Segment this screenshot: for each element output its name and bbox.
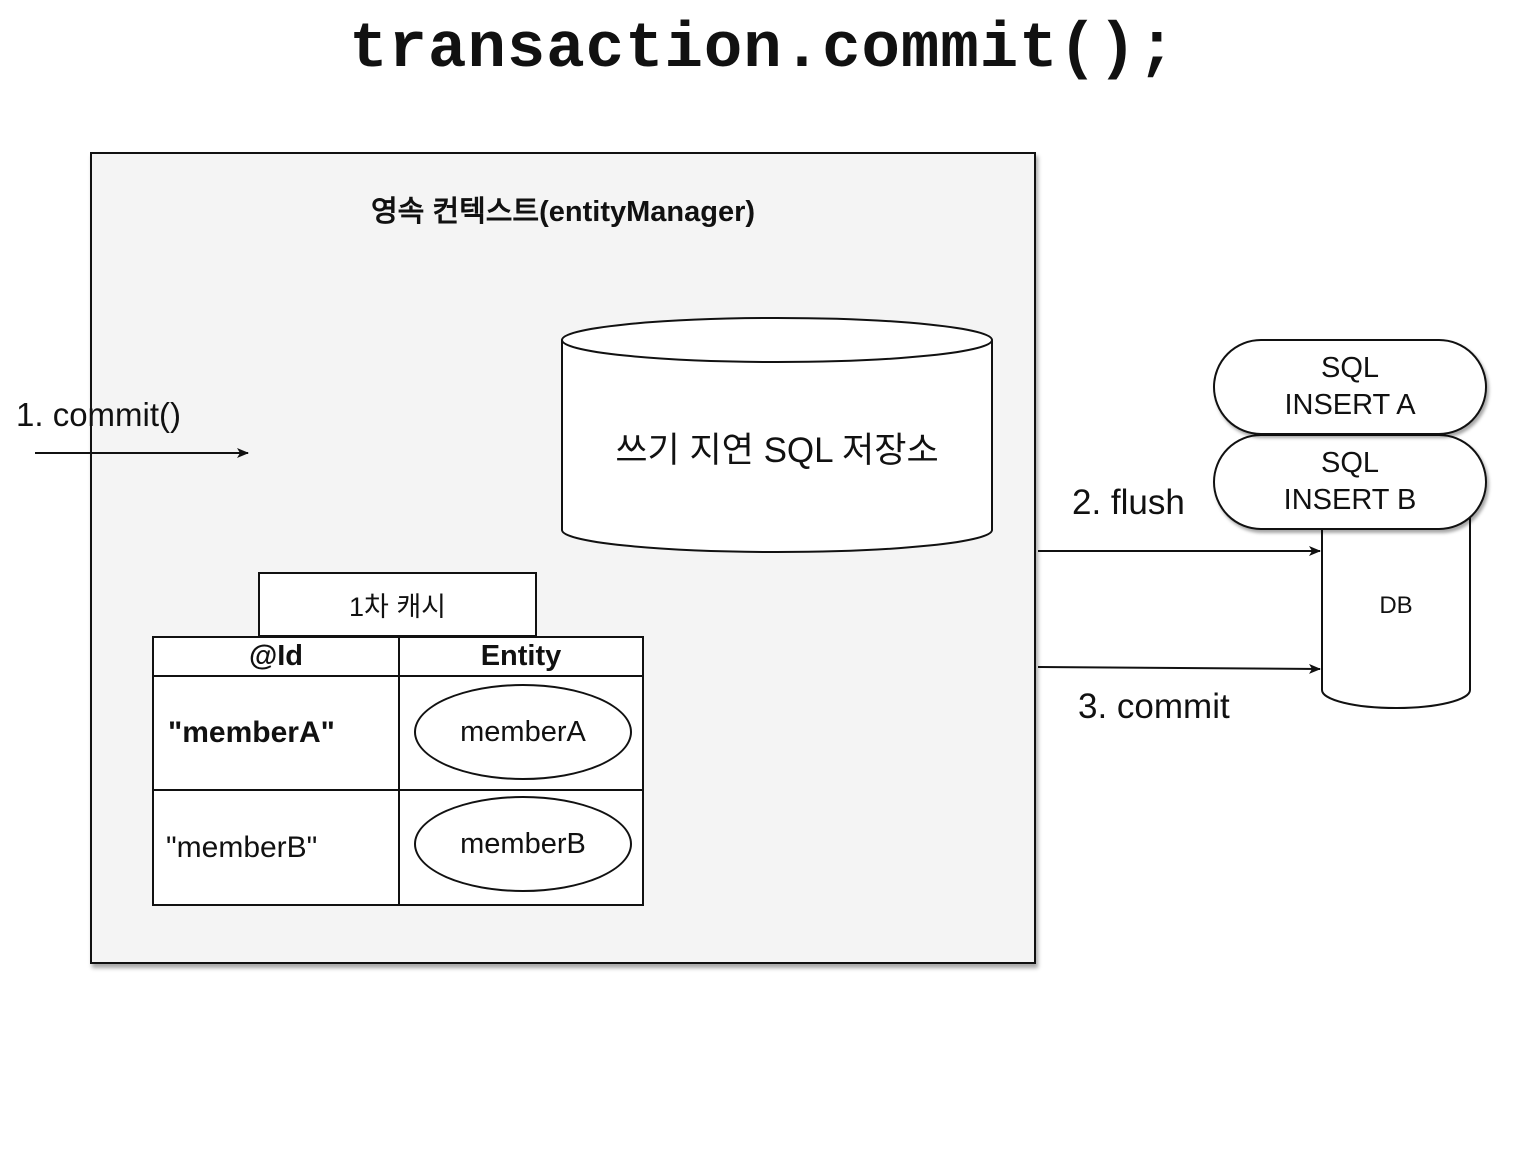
first-level-cache-label: 1차 캐시 [258, 572, 537, 637]
commit-arrow [1037, 663, 1321, 674]
persistence-context-label: 영속 컨텍스트(entityManager) [370, 196, 756, 228]
cache-row-entity: memberB [414, 796, 632, 892]
cache-header-id: @Id [248, 640, 304, 672]
write-behind-sql-store-label: 쓰기 지연 SQL 저장소 [615, 431, 939, 470]
sql-insert-a-pill: SQL INSERT A [1213, 339, 1487, 435]
step-flush-label: 2. flush [1072, 483, 1185, 522]
cache-header-entity: Entity [480, 640, 562, 672]
sql-statement: INSERT A [1284, 389, 1416, 421]
step-commit-label: 3. commit [1078, 687, 1230, 726]
cache-row-id: "memberA" [168, 716, 335, 749]
database-label: DB [1379, 592, 1413, 619]
database-cylinder [1321, 507, 1471, 709]
first-level-cache-table: @Id Entity "memberA" memberA "memberB" m… [152, 636, 644, 906]
sql-keyword: SQL [1320, 447, 1380, 479]
cache-table-row-divider [154, 789, 642, 791]
page-title: transaction.commit(); [349, 14, 1177, 86]
write-behind-sql-store-cylinder [561, 317, 993, 553]
step-commit-call-label: 1. commit() [16, 396, 181, 433]
cache-row-entity: memberA [414, 684, 632, 780]
first-level-cache-label-text: 1차 캐시 [348, 592, 447, 622]
cache-table-vertical-divider [398, 638, 400, 904]
cache-row-id: "memberB" [166, 830, 318, 864]
sql-keyword: SQL [1320, 352, 1380, 384]
cache-table-header-divider [154, 675, 642, 677]
sql-insert-b-pill: SQL INSERT B [1213, 434, 1487, 530]
sql-statement: INSERT B [1283, 484, 1417, 516]
